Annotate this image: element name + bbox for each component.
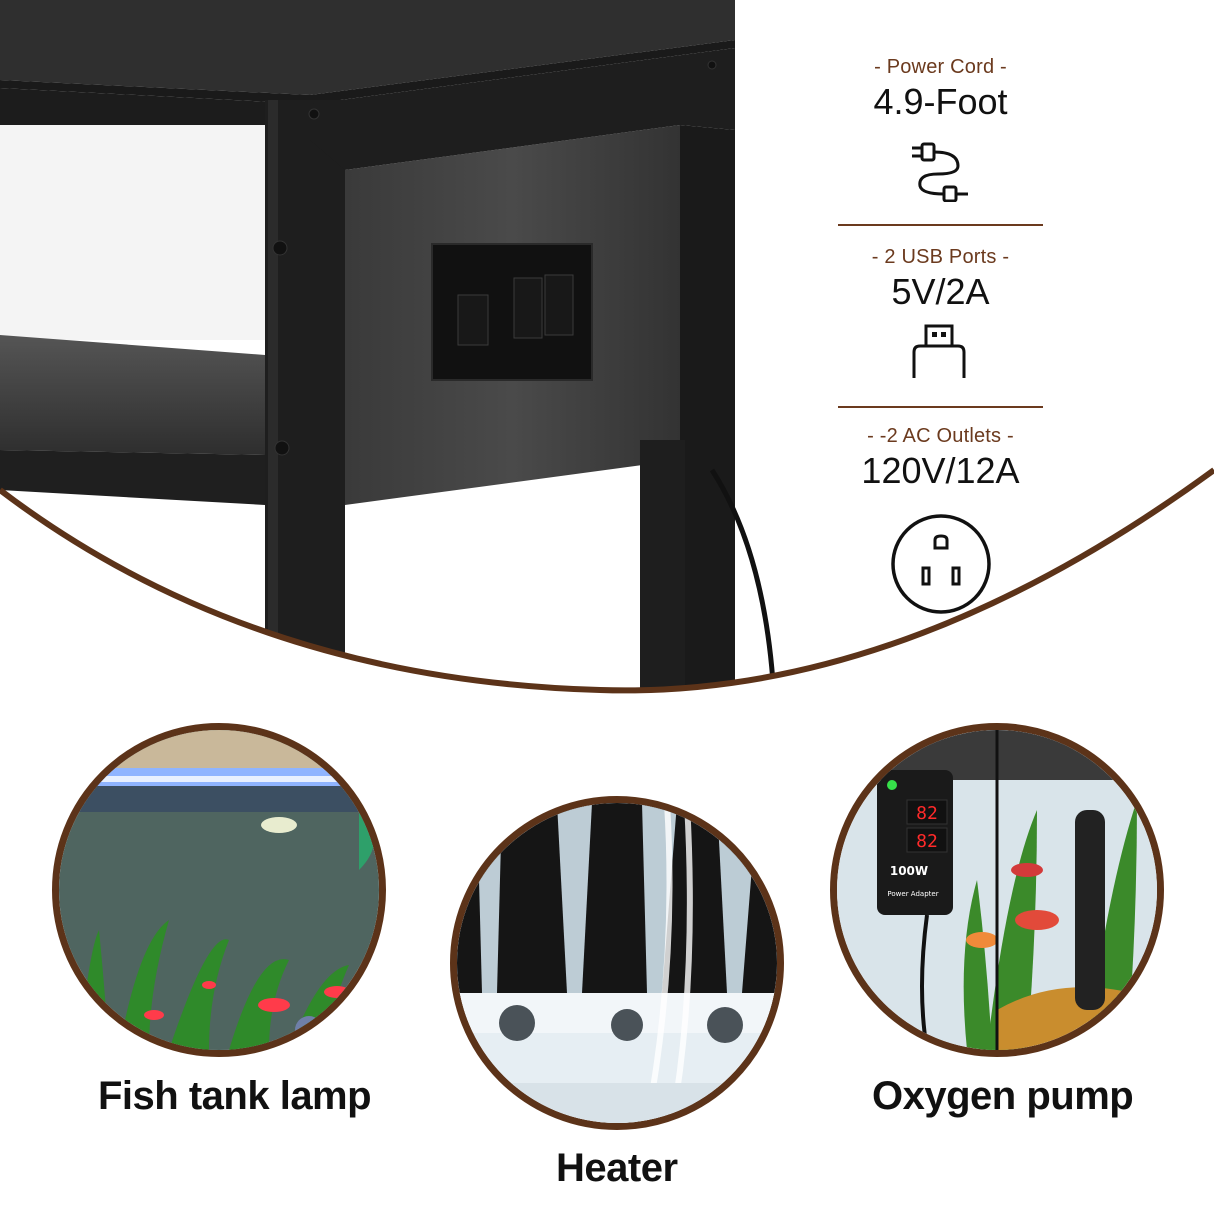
spec-divider: [838, 224, 1043, 226]
aquarium-illustration: [59, 730, 379, 1050]
spec-power-cord-value: 4.9-Foot: [873, 81, 1008, 122]
heater-photo: [450, 796, 784, 1130]
ac-outlet-icon: [891, 514, 991, 614]
heater-adapter-label: Power Adapter: [887, 890, 938, 898]
caption-heater: Heater: [556, 1146, 678, 1190]
spec-ac-outlets: - -2 AC Outlets - 120V/12A: [838, 425, 1043, 492]
oxygen-pump-photo: 82 82 100W Power Adapter: [830, 723, 1164, 1057]
heater-temp-top: 82: [916, 803, 938, 824]
caption-oxygen-pump: Oxygen pump: [872, 1074, 1134, 1118]
spec-divider: [838, 406, 1043, 408]
spec-power-cord-subtitle: - Power Cord -: [874, 56, 1007, 78]
caption-fish-tank-lamp: Fish tank lamp: [98, 1074, 372, 1118]
spec-usb-value: 5V/2A: [891, 271, 990, 312]
heater-temp-bottom: 82: [916, 831, 938, 852]
usb-icon: [912, 324, 966, 378]
heater-wattage: 100W: [890, 864, 928, 878]
furniture-closeup: [0, 0, 1214, 694]
heater-controller-illustration: 82 82 100W Power Adapter: [837, 730, 1157, 1050]
bubbles-illustration: [457, 803, 777, 1123]
spec-usb-subtitle: - 2 USB Ports -: [871, 246, 1010, 268]
spec-power-cord: - Power Cord - 4.9-Foot: [838, 56, 1043, 123]
spec-usb: - 2 USB Ports - 5V/2A: [838, 246, 1043, 313]
spec-ac-value: 120V/12A: [861, 450, 1020, 491]
power-cord-icon: [912, 142, 968, 202]
fish-tank-lamp-photo: [52, 723, 386, 1057]
spec-ac-subtitle: - -2 AC Outlets -: [867, 425, 1014, 447]
